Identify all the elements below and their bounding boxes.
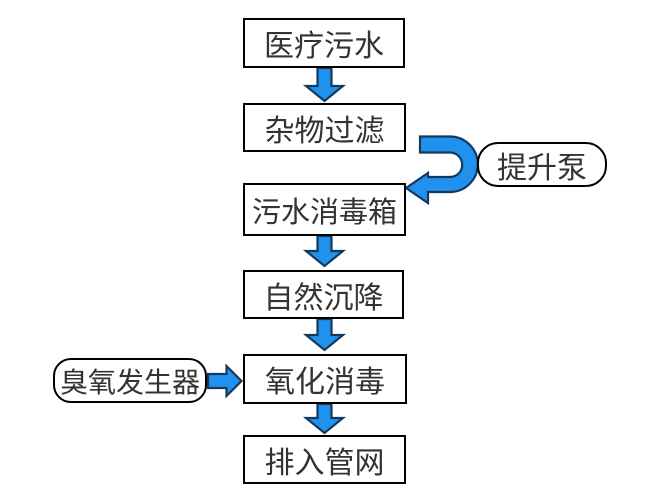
down-arrow-1 [302,66,347,103]
node-medical-wastewater: 医疗污水 [243,18,405,68]
node-natural-sedimentation: 自然沉降 [243,270,404,319]
down-arrow-2 [302,234,347,268]
node-natural-sedimentation-label: 自然沉降 [263,281,384,315]
node-ozone-generator-label: 臭氧发生器 [59,367,200,399]
node-sewage-disinfection-tank: 污水消毒箱 [243,183,406,236]
node-lift-pump-label: 提升泵 [497,151,587,185]
node-oxidation-disinfection: 氧化消毒 [243,354,407,404]
node-debris-filtering: 杂物过滤 [243,103,406,152]
curved-uturn-arrow [404,135,479,206]
node-debris-filtering-label: 杂物过滤 [264,114,385,148]
node-ozone-generator: 臭氧发生器 [53,358,207,403]
node-oxidation-disinfection-label: 氧化消毒 [265,366,385,399]
node-discharge-to-pipe-network: 排入管网 [243,435,406,484]
node-medical-wastewater-label: 医疗污水 [264,30,384,63]
node-sewage-disinfection-tank-label: 污水消毒箱 [251,196,397,229]
node-discharge-to-pipe-network-label: 排入管网 [264,446,385,480]
down-arrow-3 [302,317,347,352]
node-lift-pump: 提升泵 [477,142,607,187]
right-arrow [206,363,244,399]
down-arrow-4 [302,402,347,435]
